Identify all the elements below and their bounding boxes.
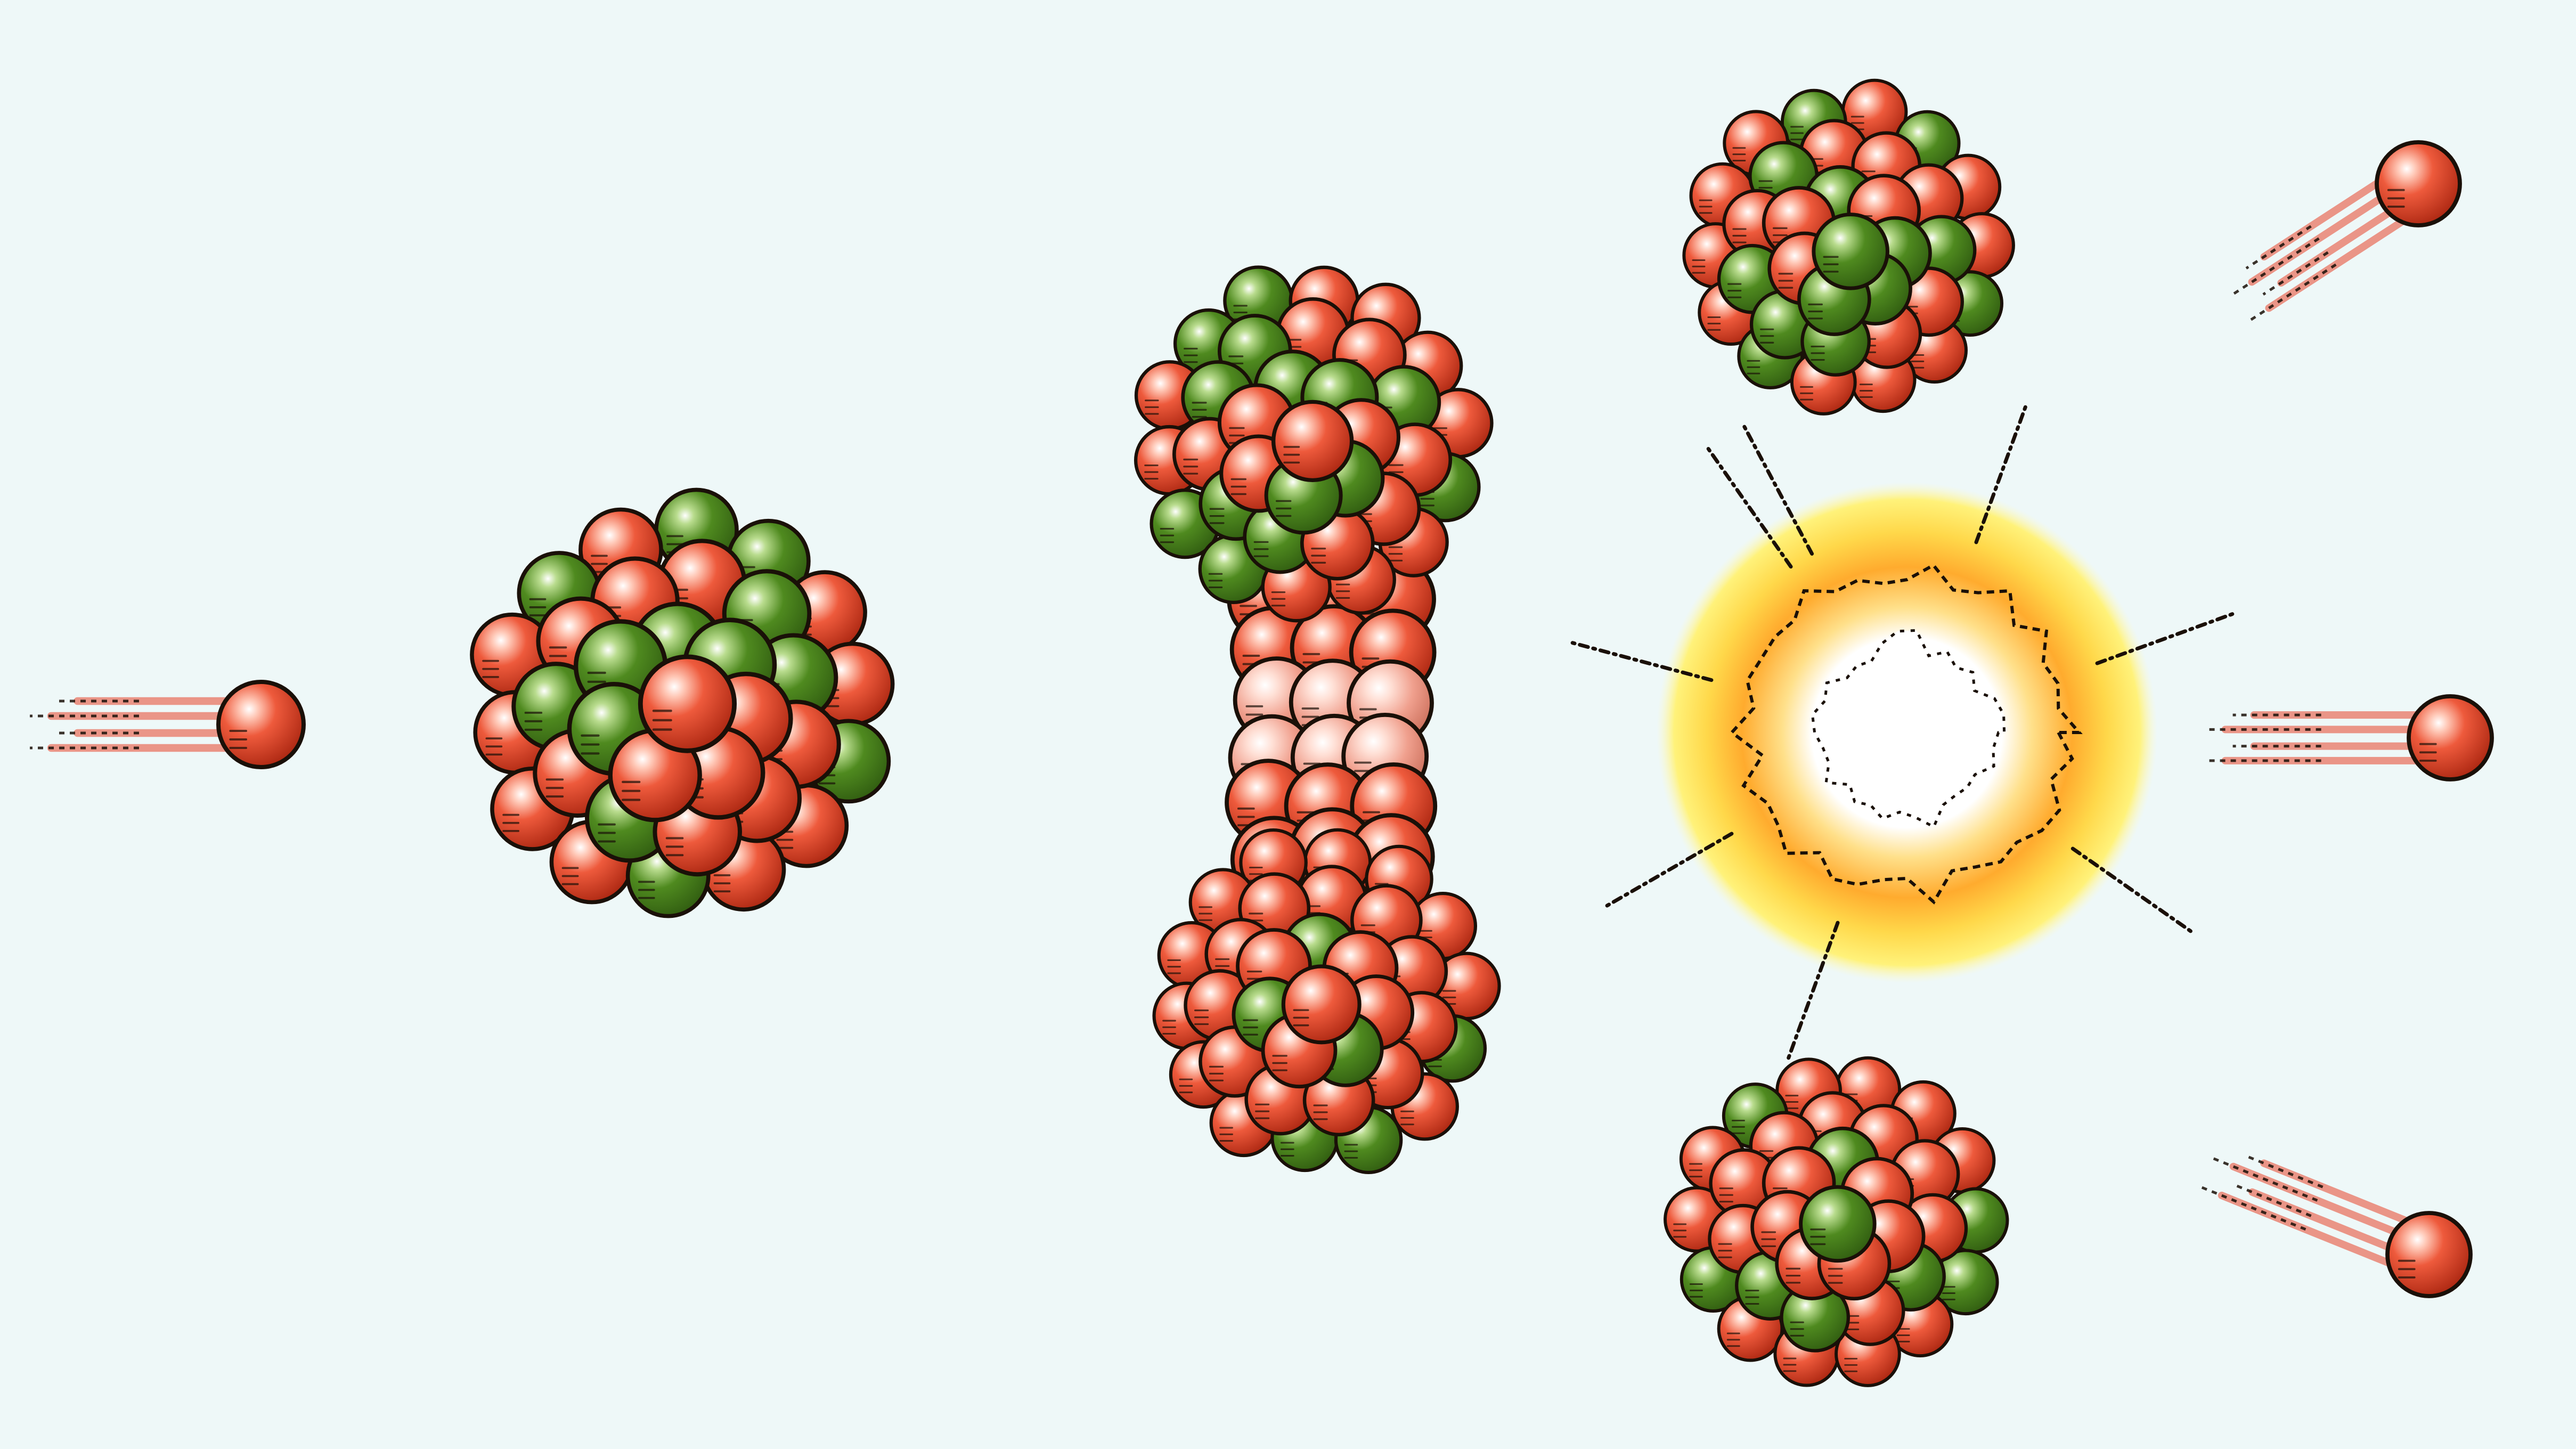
neutron-ball-icon xyxy=(2407,694,2494,782)
neutron-sphere xyxy=(1812,213,1889,290)
neutron-sphere xyxy=(1799,1185,1877,1263)
deforming-lobe-bottom xyxy=(1152,828,1501,1174)
released-neutron-1 xyxy=(2233,140,2462,321)
energy-flash xyxy=(1570,405,2235,1060)
deforming-nucleus xyxy=(1134,265,1501,1174)
fission-fragment-top xyxy=(1682,78,2015,416)
neutron-ball-icon xyxy=(2375,140,2462,227)
released-neutron-2 xyxy=(2204,694,2494,782)
deforming-lobe-top xyxy=(1134,265,1494,623)
neutron-ball-icon xyxy=(2385,1211,2473,1298)
uranium-nucleus xyxy=(470,487,895,918)
fission-fragment-bottom xyxy=(1664,1056,2009,1387)
proton-sphere xyxy=(1281,964,1362,1045)
proton-sphere xyxy=(638,654,737,753)
neutron-ball-icon xyxy=(216,680,306,769)
released-neutron-3 xyxy=(2201,1154,2473,1298)
neutron-sphere xyxy=(1780,1282,1851,1353)
incoming-neutron xyxy=(30,680,306,769)
proton-sphere xyxy=(1271,400,1354,483)
